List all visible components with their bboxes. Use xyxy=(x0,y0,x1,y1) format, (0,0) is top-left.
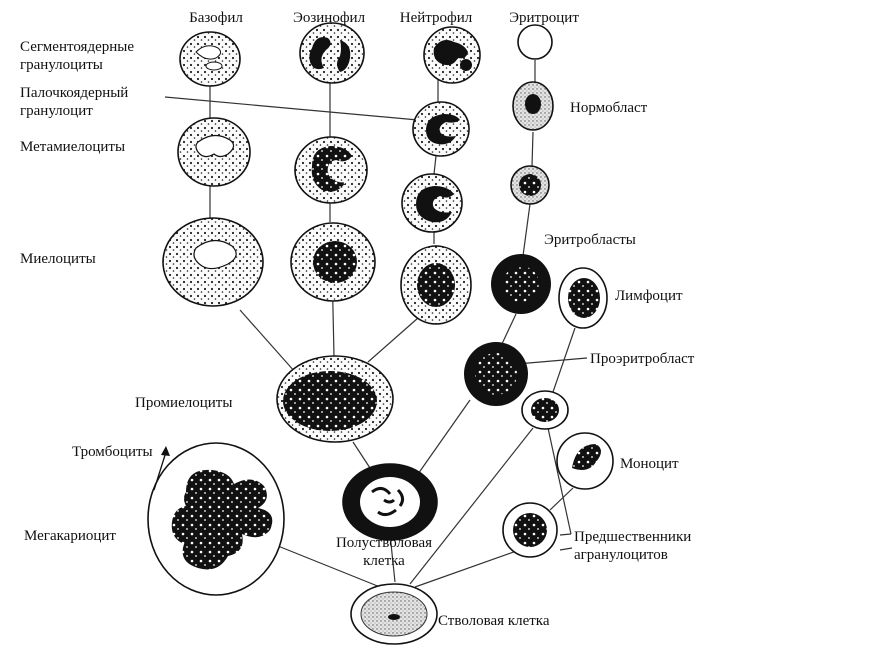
label-thrombocytes: Тромбоциты xyxy=(72,444,153,460)
label-proerythroblast: Проэритробласт xyxy=(590,351,695,367)
label-segmented-line1: Сегментоядерные xyxy=(20,39,134,55)
label-metamyelocytes: Метамиелоциты xyxy=(20,139,125,155)
eosinophil-myelocyte-cell xyxy=(290,222,376,302)
label-normoblast: Нормобласт xyxy=(570,100,648,116)
promyelocyte-cell xyxy=(276,355,394,443)
label-segmented-line2: гранулоциты xyxy=(20,57,103,73)
label-stem-cell: Стволовая клетка xyxy=(438,613,550,629)
label-agranulocyte-precursors-line1: Предшественники xyxy=(574,529,691,545)
neutrophil-segmented-cell xyxy=(423,26,481,84)
basophil-myelocyte-cell xyxy=(162,217,264,307)
col-neutrophil: Нейтрофил xyxy=(400,10,473,26)
label-band-line1: Палочкоядерный xyxy=(20,85,128,101)
col-basophil: Базофил xyxy=(189,10,243,26)
erythroblast-small-cell xyxy=(510,165,550,205)
label-lymphocyte: Лимфоцит xyxy=(615,288,683,304)
label-semistem-line1: Полустволовая xyxy=(336,535,432,551)
thrombocytes-arrow xyxy=(153,446,170,491)
basophil-segmented-cell xyxy=(179,31,241,87)
monocyte-cell xyxy=(556,432,614,490)
label-agranulocyte-precursors-line2: агранулоцитов xyxy=(574,547,668,563)
label-band-line2: гранулоцит xyxy=(20,103,93,119)
neutrophil-metamyelocyte-cell xyxy=(401,173,463,233)
label-semistem-line2: клетка xyxy=(363,553,405,569)
megakaryocyte-cell xyxy=(147,442,285,596)
label-megakaryocyte: Мегакариоцит xyxy=(24,528,116,544)
col-erythrocyte: Эритроцит xyxy=(509,10,579,26)
col-eosinophil: Эозинофил xyxy=(293,10,366,26)
normoblast-cell xyxy=(512,81,554,131)
label-myelocytes: Миелоциты xyxy=(20,251,96,267)
agranulocyte-precursor-cell xyxy=(502,502,558,558)
neutrophil-band-cell xyxy=(412,101,470,157)
stem-cell xyxy=(350,583,438,645)
eosinophil-segmented-cell xyxy=(299,22,365,84)
erythroblast-large-cell xyxy=(491,254,551,314)
neutrophil-myelocyte-cell xyxy=(400,245,472,325)
lymphoid-precursor-cell xyxy=(521,390,569,430)
erythrocyte-cell xyxy=(517,24,553,60)
lymphocyte-cell xyxy=(558,267,608,329)
lineage-lines xyxy=(164,60,588,588)
basophil-metamyelocyte-cell xyxy=(177,117,251,187)
eosinophil-metamyelocyte-cell xyxy=(294,136,368,204)
label-monocyte: Моноцит xyxy=(620,456,679,472)
label-erythroblasts: Эритробласты xyxy=(544,232,636,248)
semistem-cell xyxy=(342,463,438,541)
label-promyelocytes: Промиелоциты xyxy=(135,395,232,411)
proerythroblast-cell xyxy=(464,342,528,406)
